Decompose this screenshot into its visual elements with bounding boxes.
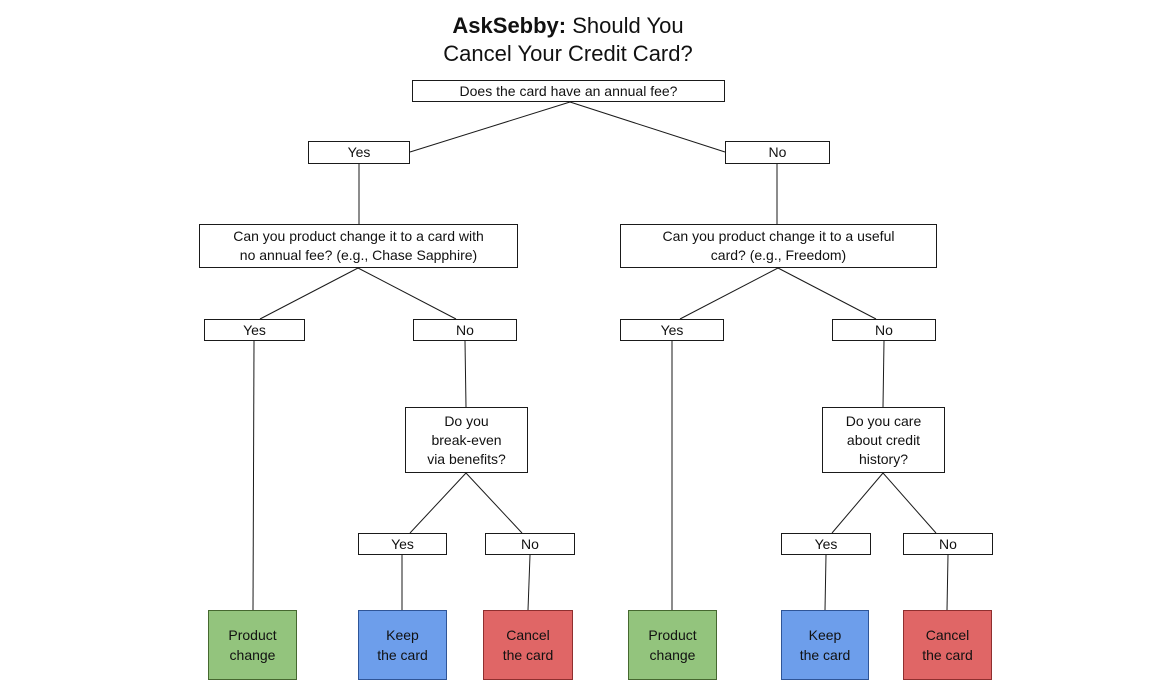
leaf-keep-card-right: Keep the card [781,610,869,680]
leaf-cancel-card-right: Cancel the card [903,610,992,680]
node-question-breakeven: Do you break-even via benefits? [405,407,528,473]
connector-line [527,554,531,611]
chart-title: AskSebby: Should You Cancel Your Credit … [0,12,1136,68]
connector-line [409,472,467,534]
node-product-change-left-yes: Yes [204,319,305,341]
leaf-product-change-left: Product change [208,610,297,680]
leaf-cancel-card-left: Cancel the card [483,610,573,680]
leaf-keep-card-left: Keep the card [358,610,447,680]
title-line1: AskSebby: Should You [0,12,1136,40]
connector-line [831,472,884,534]
connector-line [882,472,937,534]
connector-line [777,267,877,320]
connector-line [259,267,359,320]
connector-line [946,554,949,611]
connector-line [882,340,885,408]
node-product-change-right-no: No [832,319,936,341]
connector-line [465,472,523,534]
node-question-product-change-useful: Can you product change it to a useful ca… [620,224,937,268]
node-question-annual-fee: Does the card have an annual fee? [412,80,725,102]
title-line2: Cancel Your Credit Card? [443,41,693,66]
connector-line [409,101,571,153]
connector-line [252,340,255,611]
node-annual-fee-yes: Yes [308,141,410,164]
connector-line [824,554,827,611]
node-credit-history-yes: Yes [781,533,871,555]
connector-line [464,340,467,408]
leaf-product-change-right: Product change [628,610,717,680]
node-product-change-right-yes: Yes [620,319,724,341]
title-line1-rest: Should You [566,13,684,38]
connector-line [569,101,726,153]
node-credit-history-no: No [903,533,993,555]
node-product-change-left-no: No [413,319,517,341]
node-breakeven-yes: Yes [358,533,447,555]
node-question-product-change-no-fee: Can you product change it to a card with… [199,224,518,268]
connector-line [357,267,457,320]
node-breakeven-no: No [485,533,575,555]
connector-line [679,267,779,320]
node-question-credit-history: Do you care about credit history? [822,407,945,473]
node-annual-fee-no: No [725,141,830,164]
title-brand: AskSebby: [452,13,567,38]
